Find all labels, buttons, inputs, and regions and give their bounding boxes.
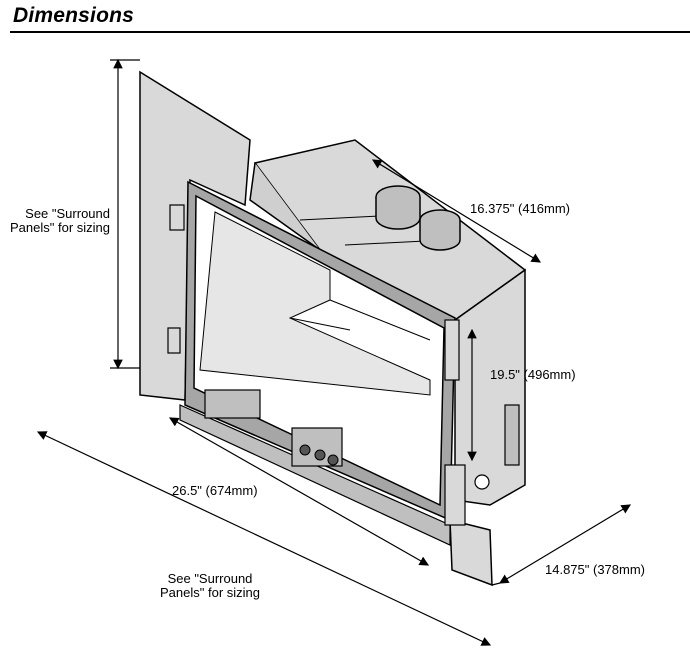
title-divider <box>10 31 690 33</box>
surround-height-label: See "Surround Panels" for sizing <box>0 207 110 235</box>
depth-bottom-label: 14.875" (378mm) <box>545 562 645 577</box>
dimension-lines <box>36 58 632 646</box>
surround-width-line2: Panels" for sizing <box>160 585 260 600</box>
left-surround-panel <box>139 70 251 401</box>
firebox-interior <box>199 211 431 396</box>
surround-width-label: See "Surround Panels" for sizing <box>145 572 275 600</box>
surround-height-line1: See "Surround <box>25 206 110 221</box>
page-title: Dimensions <box>13 4 135 27</box>
width-label: 26.5" (674mm) <box>172 483 258 498</box>
height-label: 19.5" (496mm) <box>490 367 576 382</box>
depth-top-label: 16.375" (416mm) <box>470 201 570 216</box>
right-surround-strip <box>449 519 493 587</box>
surround-height-line2: Panels" for sizing <box>10 220 110 235</box>
surround-width-line1: See "Surround <box>167 571 253 586</box>
